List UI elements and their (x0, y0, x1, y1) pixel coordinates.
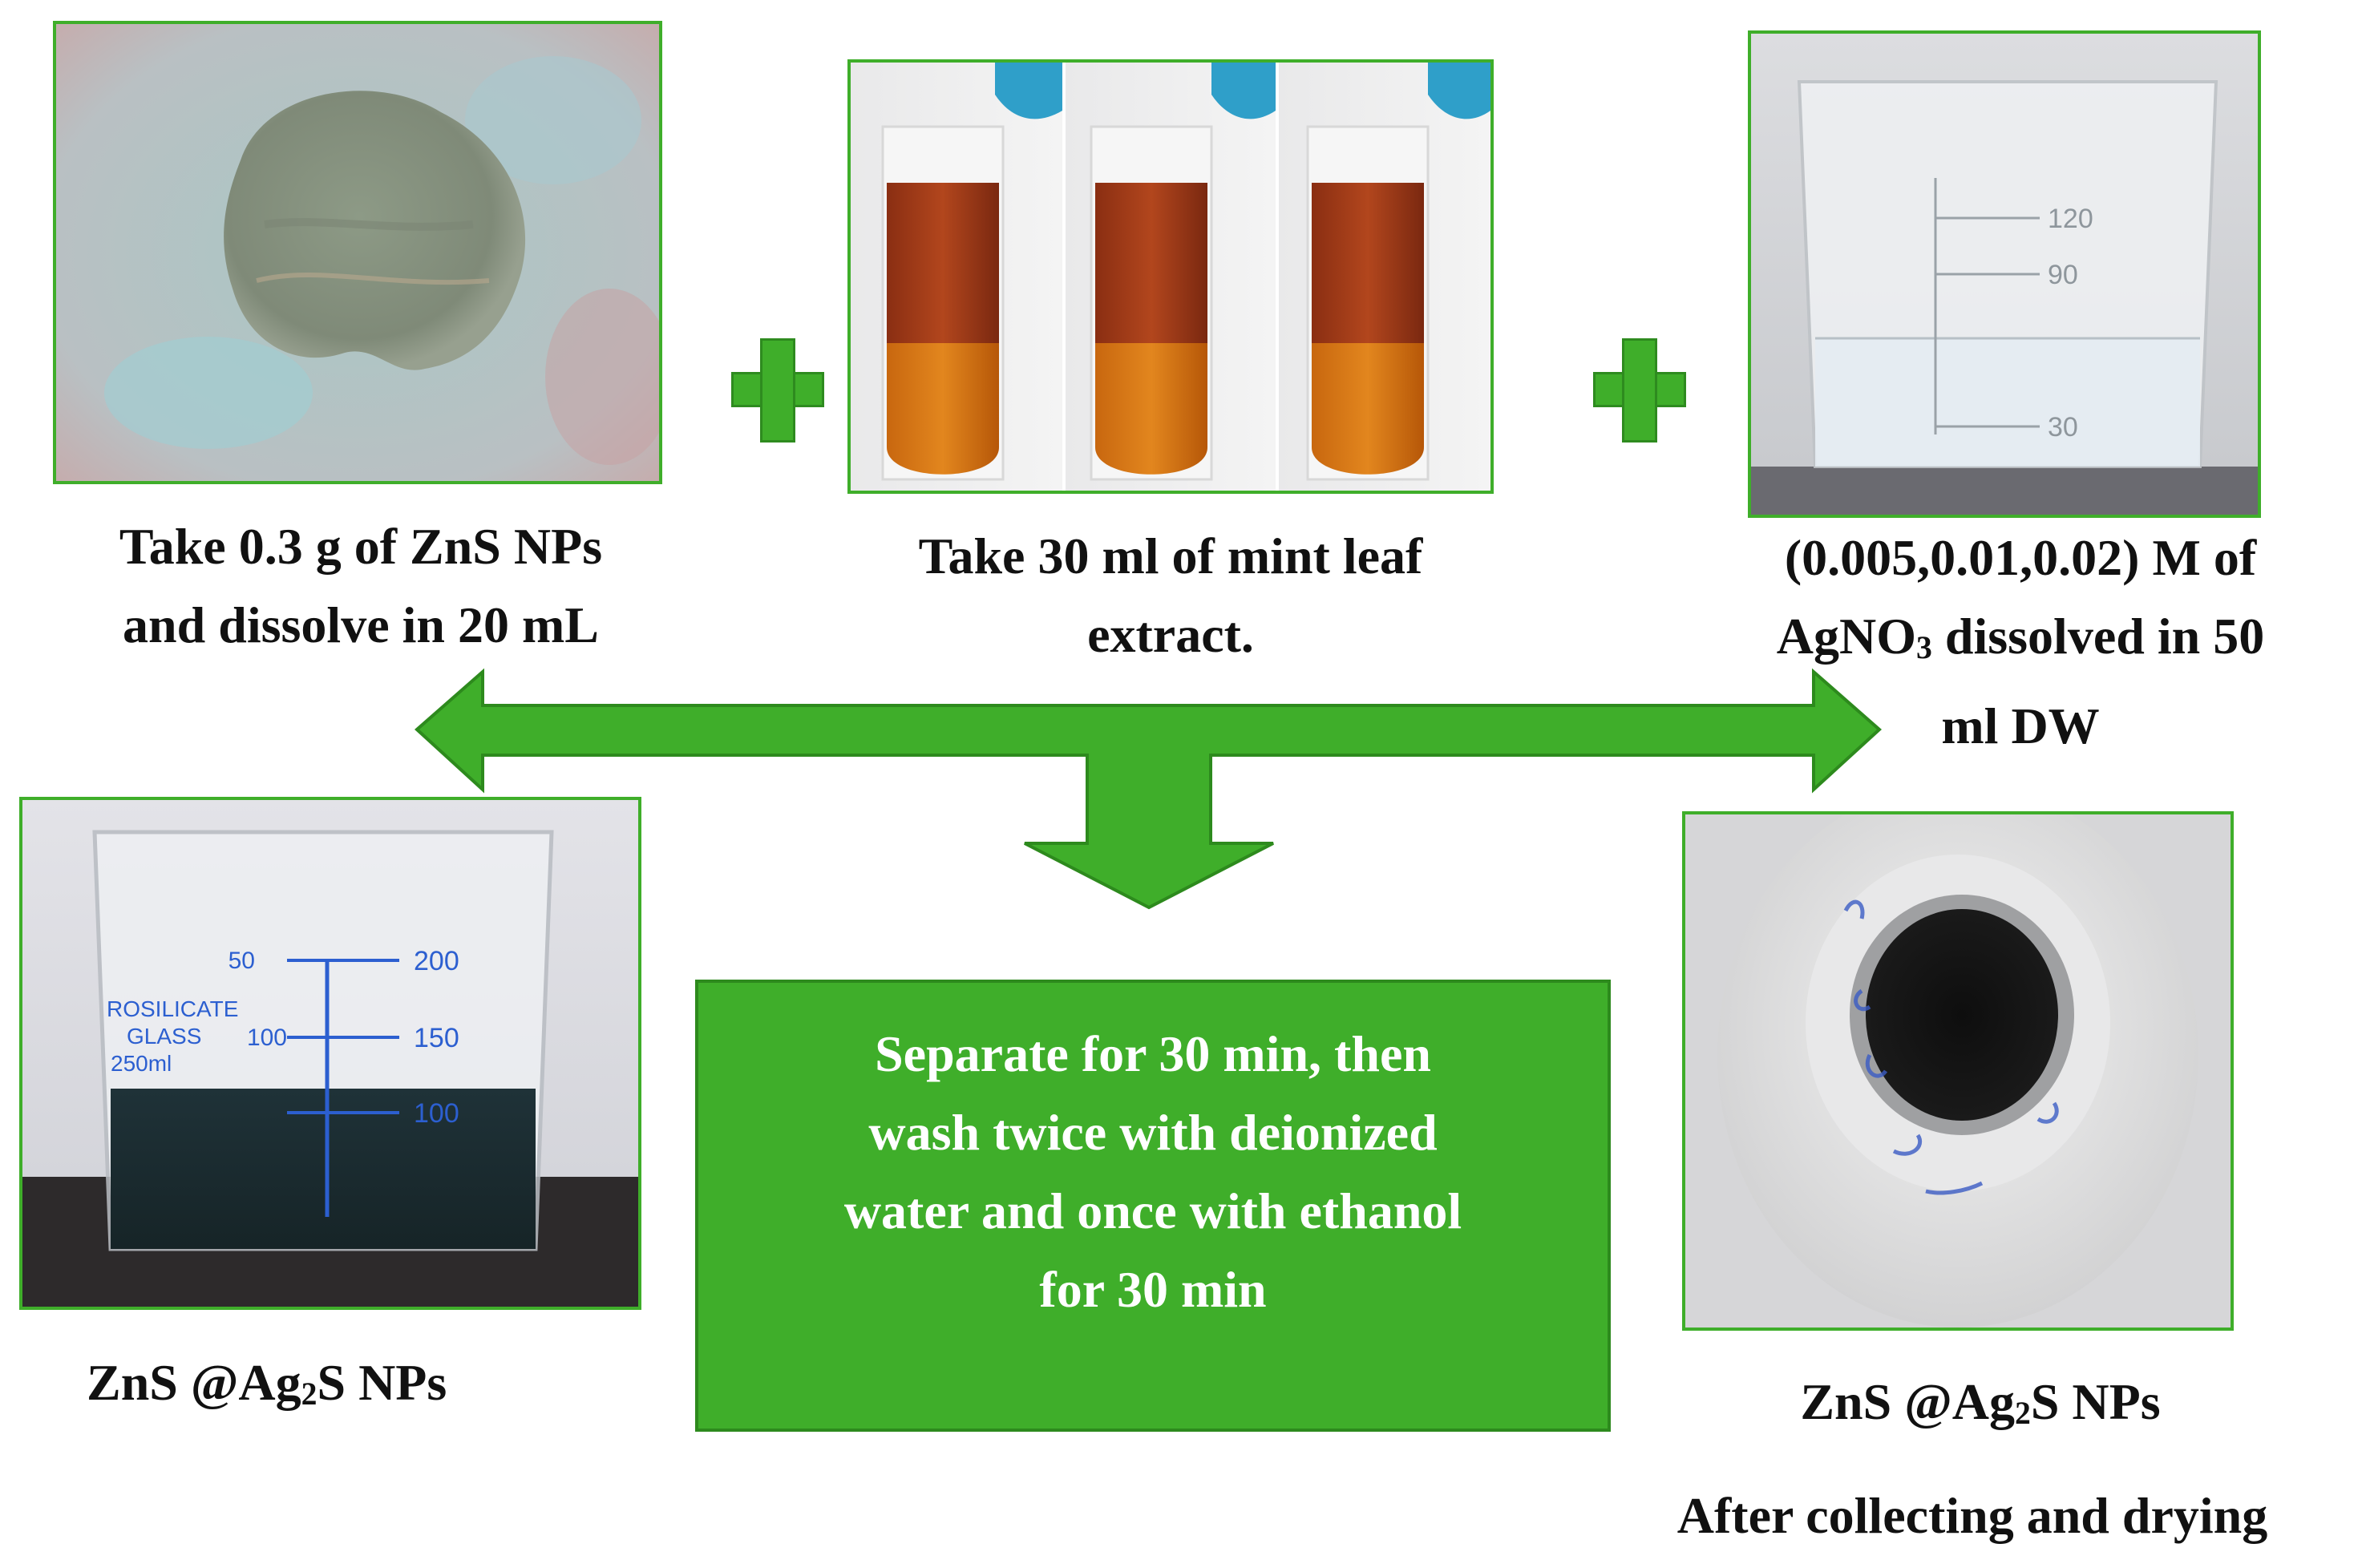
beaker-mark: 120 (2048, 204, 2093, 234)
separation-step-box: Separate for 30 min, then wash twice wit… (695, 980, 1611, 1432)
separation-line: water and once with ethanol (843, 1182, 1462, 1239)
beaker-print: 250ml (111, 1051, 172, 1076)
product-right-caption: ZnS @Ag2S NPs (1800, 1373, 2161, 1431)
beaker-print: ROSILICATE (107, 996, 238, 1021)
mint-extract-tubes-image (851, 63, 1490, 491)
beaker-mark: 150 (414, 1023, 459, 1053)
beaker-mark: 90 (2048, 260, 2078, 290)
plus-icon (1593, 338, 1686, 443)
agno3-beaker-photo: 120 90 30 (1748, 30, 2261, 518)
dried-product-photo (1682, 811, 2234, 1331)
double-arrow-horizontal (415, 668, 1882, 910)
plus-icon (731, 338, 824, 443)
product-beaker-image: 50 100 200 150 100 ROSILICATE GLASS 250m… (22, 800, 638, 1307)
beaker-print: GLASS (127, 1024, 201, 1049)
zns-powder-image (56, 24, 659, 481)
agno3-beaker-image: 120 90 30 (1751, 34, 2258, 515)
collecting-drying-caption: After collecting and drying (1676, 1487, 2268, 1544)
separation-line: wash twice with deionized (868, 1104, 1438, 1161)
product-beaker-photo: 50 100 200 150 100 ROSILICATE GLASS 250m… (19, 797, 641, 1310)
zns-step-caption: Take 0.3 g of ZnS NPs and dissolve in 20… (119, 518, 603, 653)
dried-product-image (1685, 814, 2231, 1328)
mint-step-caption: Take 30 ml of mint leaf extract. (918, 527, 1423, 663)
tube-panel-1 (851, 63, 1062, 491)
mint-extract-photo (847, 59, 1494, 494)
beaker-mark: 100 (247, 1024, 287, 1051)
beaker-mark: 100 (414, 1098, 459, 1129)
beaker-mark: 50 (229, 948, 255, 974)
agno3-step-caption: (0.005,0.01,0.02) M of AgNO3 dissolved i… (1776, 529, 2265, 754)
tube-panel-3 (1279, 63, 1490, 491)
beaker-mark: 200 (414, 946, 459, 976)
tube-panel-2 (1066, 63, 1276, 491)
beaker-mark: 30 (2048, 412, 2078, 443)
separation-line: Separate for 30 min, then (875, 1025, 1431, 1082)
separation-line: for 30 min (1039, 1261, 1267, 1318)
zns-powder-photo (53, 21, 662, 484)
product-left-caption: ZnS @Ag2S NPs (87, 1354, 447, 1412)
